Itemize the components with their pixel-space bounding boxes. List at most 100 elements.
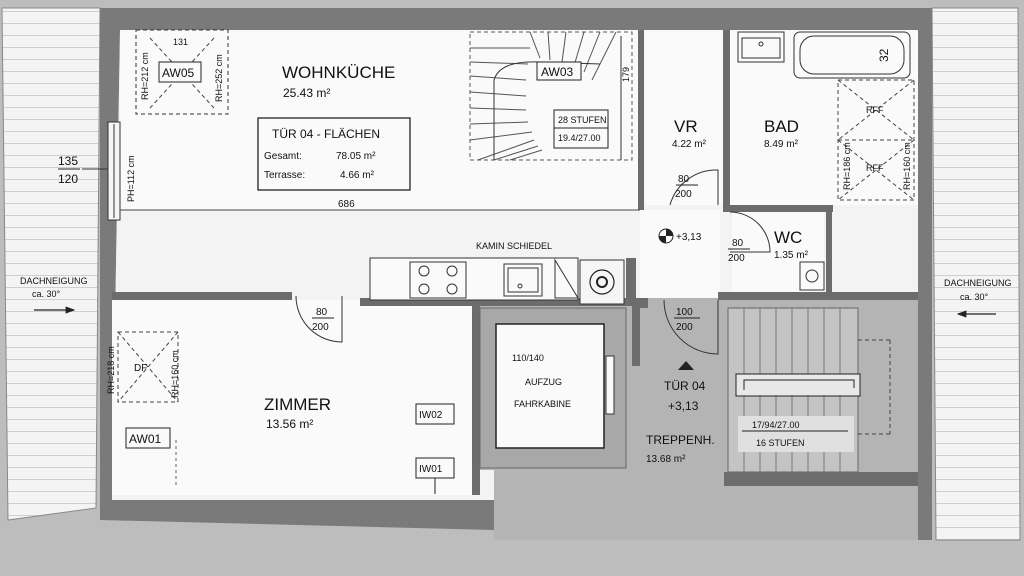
stairs-info-box [553, 109, 609, 149]
kitchen-counter [369, 257, 579, 301]
dim-135: 135 [58, 154, 78, 168]
dim-32: 32 [877, 48, 891, 62]
kamin-label: KAMIN SCHIEDEL [476, 241, 552, 251]
wall-stair-bottom [724, 472, 918, 486]
roof-slope-left [1, 7, 101, 521]
stairs-main-spec: 19.4/27.00 [558, 133, 601, 143]
areas-gesamt-label: Gesamt: [264, 151, 302, 162]
burner [418, 283, 430, 295]
wall-zimmer-right [472, 300, 480, 495]
wall-elevator-right [632, 306, 640, 366]
door-entry [663, 299, 719, 355]
window-tag-iw01: IW01 [419, 464, 443, 475]
dachneigung-right-label: DACHNEIGUNG [944, 278, 1012, 288]
stairs-right-steps: 16 STUFEN [756, 438, 805, 448]
room-name-wohnkueche: WOHNKÜCHE [282, 63, 395, 82]
room-area-treppenhaus: 13.68 m² [646, 454, 686, 465]
entry-arrow-icon [678, 361, 694, 370]
chimney [579, 259, 625, 305]
dim-120: 120 [58, 172, 78, 186]
room-vr [645, 30, 723, 205]
elevator-label-1: AUFZUG [525, 377, 562, 387]
entry-label: TÜR 04 [664, 379, 706, 393]
room-vr-lower [640, 210, 720, 298]
wall-wc-right [826, 205, 832, 295]
room-area-wc: 1.35 m² [774, 250, 809, 261]
door-vr-width: 80 [678, 174, 690, 185]
counter-corner [554, 258, 579, 299]
room-name-treppenhaus: TREPPENH. [646, 433, 715, 447]
elevator-size: 110/140 [512, 353, 544, 363]
room-area-wohnkueche: 25.43 m² [283, 86, 330, 100]
kitchen-sink [503, 263, 543, 297]
door-zimmer-width: 80 [316, 307, 328, 318]
door-wc [729, 211, 771, 253]
areas-terrasse-label: Terrasse: [264, 170, 305, 181]
dim-179: 179 [621, 67, 631, 82]
wall-kitchen-bottom [360, 298, 640, 306]
window-tag-iw02: IW02 [419, 410, 443, 421]
door-vr [669, 169, 719, 206]
height-rh212: RH=212 cm [140, 52, 150, 100]
level-marker-label: +3,13 [676, 232, 702, 243]
iw02-tag [415, 403, 455, 425]
dachneigung-left-label: DACHNEIGUNG [20, 276, 88, 286]
aw03-tag [536, 61, 582, 81]
wall-zimmer-top [112, 292, 292, 300]
burner [418, 265, 430, 277]
door-zimmer-height: 200 [312, 322, 329, 333]
door-entry-height: 200 [676, 322, 693, 333]
window-tag-aw05: AW05 [162, 66, 195, 80]
burner [446, 283, 458, 295]
dim-686: 686 [338, 199, 355, 210]
roof-slope-right [931, 7, 1021, 541]
door-vr-height: 200 [675, 189, 692, 200]
room-name-zimmer: ZIMMER [264, 395, 331, 414]
aw01-tag [125, 427, 171, 449]
window-tag-aw03: AW03 [541, 65, 574, 79]
dachneigung-left-angle: ca. 30° [32, 289, 61, 299]
elevator-cabin [495, 323, 605, 449]
room-name-vr: VR [674, 117, 698, 136]
areas-gesamt-value: 78.05 m² [336, 151, 376, 162]
door-zimmer [295, 295, 343, 343]
wall-wc-bottom [718, 292, 918, 300]
bad-sink [737, 31, 785, 63]
room-area-bad: 8.49 m² [764, 139, 799, 150]
room-zimmer [112, 300, 472, 495]
window-tag-rff-1: RFF [866, 105, 884, 115]
bathtub [793, 31, 911, 79]
elevator-door [605, 355, 615, 415]
roof-window-aw05 [135, 29, 229, 115]
window-tag-aw01: AW01 [129, 432, 162, 446]
wall-vr-bad [723, 30, 730, 205]
room-area-zimmer: 13.56 m² [266, 417, 313, 431]
height-ph112: PH=112 cm [126, 155, 136, 202]
areas-terrasse-value: 4.66 m² [340, 170, 375, 181]
room-area-vr: 4.22 m² [672, 139, 707, 150]
wall-wk-vr [638, 30, 644, 210]
height-rh160-zimmer: RH=160 cm [170, 350, 180, 398]
window-tag-rff-2: RFF [866, 163, 884, 173]
room-name-bad: BAD [764, 117, 799, 136]
stair-handrail-box [735, 373, 861, 397]
wc-basin [799, 261, 825, 291]
height-rh252: RH=252 cm [214, 54, 224, 102]
door-entry-width: 100 [676, 307, 693, 318]
height-rh218: RH=218 cm [106, 346, 116, 394]
height-rh186: RH=186 cm [842, 142, 852, 190]
areas-box [257, 117, 411, 191]
stairs-right-spec: 17/94/27.00 [752, 420, 800, 430]
areas-title: TÜR 04 - FLÄCHEN [272, 127, 380, 141]
dim-131: 131 [173, 37, 188, 47]
entry-level: +3,13 [668, 399, 699, 413]
door-wc-height: 200 [728, 253, 745, 264]
aw05-tag [158, 61, 202, 83]
stair-treads [469, 31, 617, 161]
burner [446, 265, 458, 277]
cooktop [409, 261, 467, 299]
roof-window-df [117, 331, 179, 403]
door-wc-width: 80 [732, 238, 744, 249]
room-name-wc: WC [774, 228, 802, 247]
